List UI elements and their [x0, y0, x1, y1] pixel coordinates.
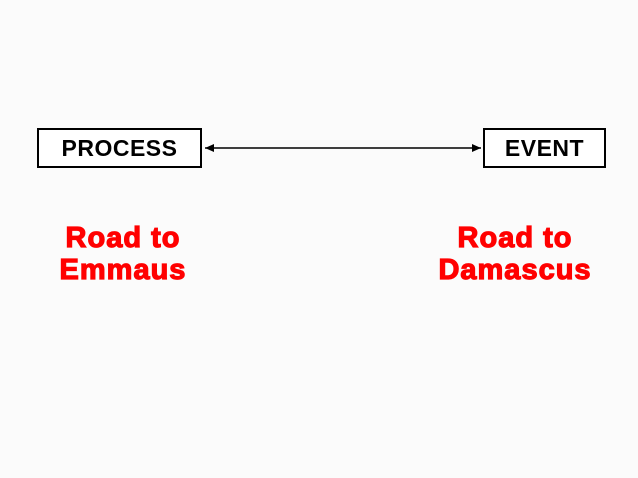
damascus-caption-line2: Damascus — [438, 253, 592, 286]
process-label: PROCESS — [61, 134, 178, 161]
emmaus-caption-line2: Emmaus — [59, 253, 187, 286]
emmaus-caption: Road to Emmaus — [38, 221, 208, 286]
process-box: PROCESS — [37, 128, 202, 168]
damascus-caption-line1: Road to — [457, 221, 573, 254]
emmaus-caption-line1: Road to — [65, 221, 181, 254]
event-box: EVENT — [483, 128, 606, 168]
event-label: EVENT — [504, 134, 585, 161]
damascus-caption: Road to Damascus — [420, 221, 610, 286]
